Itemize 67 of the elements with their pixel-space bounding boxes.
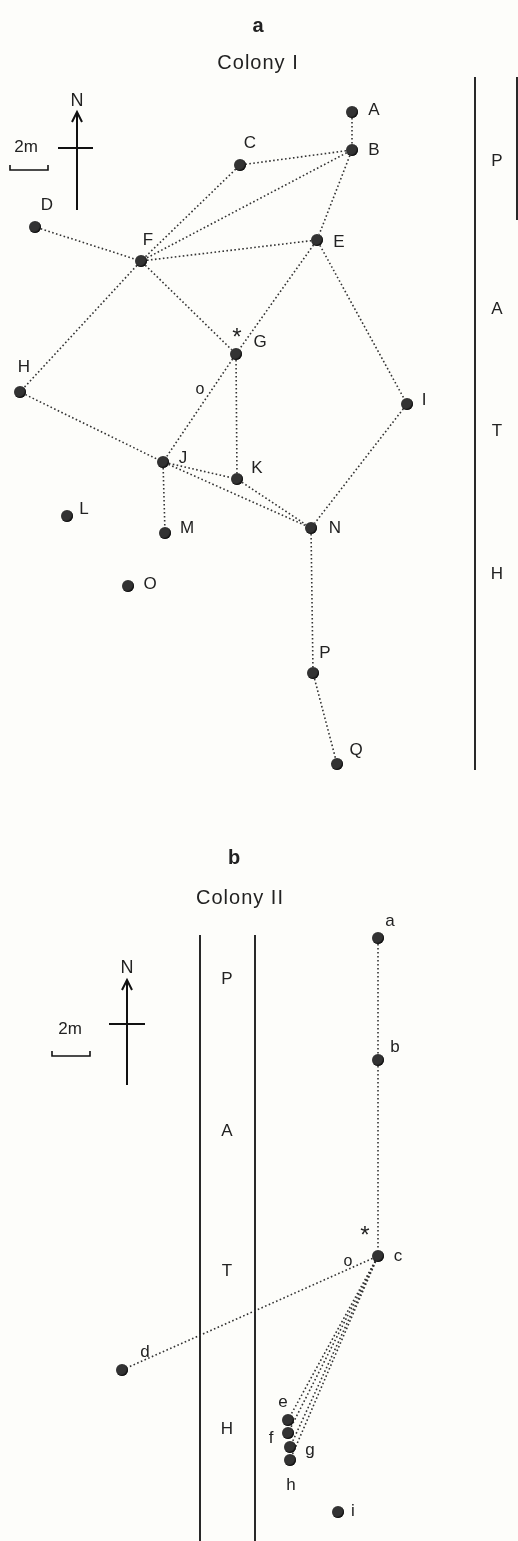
point-label: C (242, 134, 258, 152)
point-label: H (16, 358, 32, 376)
point-label: M (179, 519, 195, 537)
dotted-link (351, 117, 353, 145)
point-label: b (389, 1038, 401, 1056)
point-label: J (177, 449, 189, 467)
dotted-link (167, 463, 307, 527)
path-letter: T (221, 1261, 233, 1279)
dotted-link (377, 943, 379, 1055)
point-label: d (139, 1343, 151, 1361)
path-letter: T (491, 421, 503, 439)
dotted-link (235, 359, 238, 474)
point-label: c (392, 1247, 404, 1265)
dotted-link (146, 239, 312, 262)
point-label: L (78, 500, 90, 518)
circle-mark: o (195, 381, 205, 397)
path-letter: A (491, 299, 503, 317)
point-label: e (277, 1393, 289, 1411)
point-label: i (350, 1502, 356, 1520)
point-label: G (252, 333, 268, 351)
north-label: N (120, 958, 134, 976)
point-label: E (332, 233, 346, 251)
dotted-link (165, 358, 234, 458)
dotted-link (310, 533, 314, 668)
point-label: N (327, 519, 343, 537)
point-label: A (367, 101, 381, 119)
colony-title: Colony II (196, 887, 284, 907)
point-label: B (367, 141, 381, 159)
circle-mark: o (343, 1253, 353, 1269)
path-letter: A (221, 1121, 233, 1139)
path-letter: P (491, 151, 503, 169)
dotted-link (238, 244, 315, 350)
point-label: K (250, 459, 264, 477)
dotted-link (313, 407, 405, 525)
point-label: P (318, 644, 332, 662)
dotted-link (144, 168, 237, 258)
point-label: O (142, 575, 158, 593)
panel-letter: b (227, 847, 241, 867)
scale-label: 2m (14, 137, 38, 155)
dotted-link (145, 152, 348, 259)
point-label: Q (348, 741, 364, 759)
dotted-link (39, 228, 137, 260)
path-letter: H (490, 564, 504, 582)
dotted-link (162, 467, 166, 528)
scale-label: 2m (58, 1019, 82, 1037)
panel-letter: a (252, 15, 264, 35)
asterisk-mark: * (232, 325, 242, 349)
asterisk-mark: * (360, 1223, 370, 1247)
point-label: f (267, 1429, 275, 1447)
point-label: F (141, 231, 155, 249)
dotted-link (313, 678, 337, 759)
dotted-link (24, 393, 159, 461)
path-letter: H (220, 1419, 234, 1437)
dotted-link (377, 1065, 379, 1251)
path-letter: P (221, 969, 233, 987)
point-label: D (39, 196, 55, 214)
point-label: h (285, 1476, 297, 1494)
point-label: I (420, 391, 428, 409)
dotted-link (245, 150, 347, 165)
colony-title: Colony I (217, 52, 299, 72)
dotted-link (23, 264, 138, 389)
point-label: a (384, 912, 396, 930)
north-label: N (70, 91, 84, 109)
dotted-link (168, 462, 232, 479)
point-label: g (304, 1441, 316, 1459)
dotted-link (319, 244, 405, 400)
dotted-link (241, 481, 307, 526)
